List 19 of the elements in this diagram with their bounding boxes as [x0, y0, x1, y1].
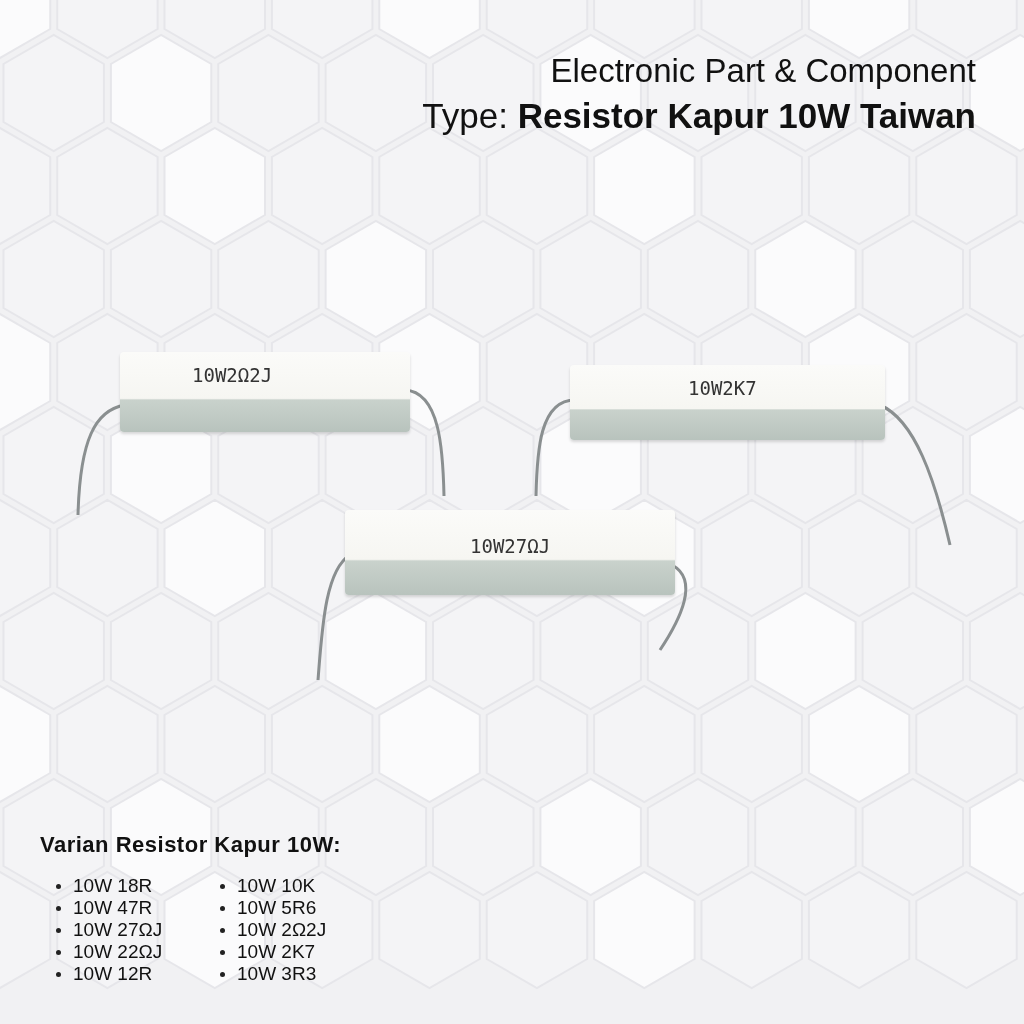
list-item: 10W 22ΩJ [73, 941, 163, 963]
list-item: 10W 3R3 [237, 963, 317, 985]
resistor-body [570, 365, 885, 440]
resistor-marking: 10W2K7 [688, 377, 757, 399]
list-heading: Varian Resistor Kapur 10W: [40, 832, 342, 858]
list-item: 10W 18R [73, 875, 153, 897]
title: Electronic Part & Component [550, 52, 976, 90]
list-item: 10W 2K7 [237, 941, 316, 963]
resistor-marking: 10W27ΩJ [470, 535, 551, 557]
list-item: 10W 5R6 [237, 897, 317, 919]
list-item: 10W 27ΩJ [73, 919, 163, 941]
subtitle: Type: Resistor Kapur 10W Taiwan [422, 96, 976, 136]
list-item: 10W 12R [73, 963, 153, 985]
list-item: 10W 2Ω2J [237, 919, 327, 941]
resistor-body [120, 352, 410, 432]
list-item: 10W 47R [73, 897, 153, 919]
resistor-marking: 10W2Ω2J [192, 364, 273, 386]
list-item: 10W 10K [237, 875, 316, 897]
resistor-body [345, 510, 675, 595]
